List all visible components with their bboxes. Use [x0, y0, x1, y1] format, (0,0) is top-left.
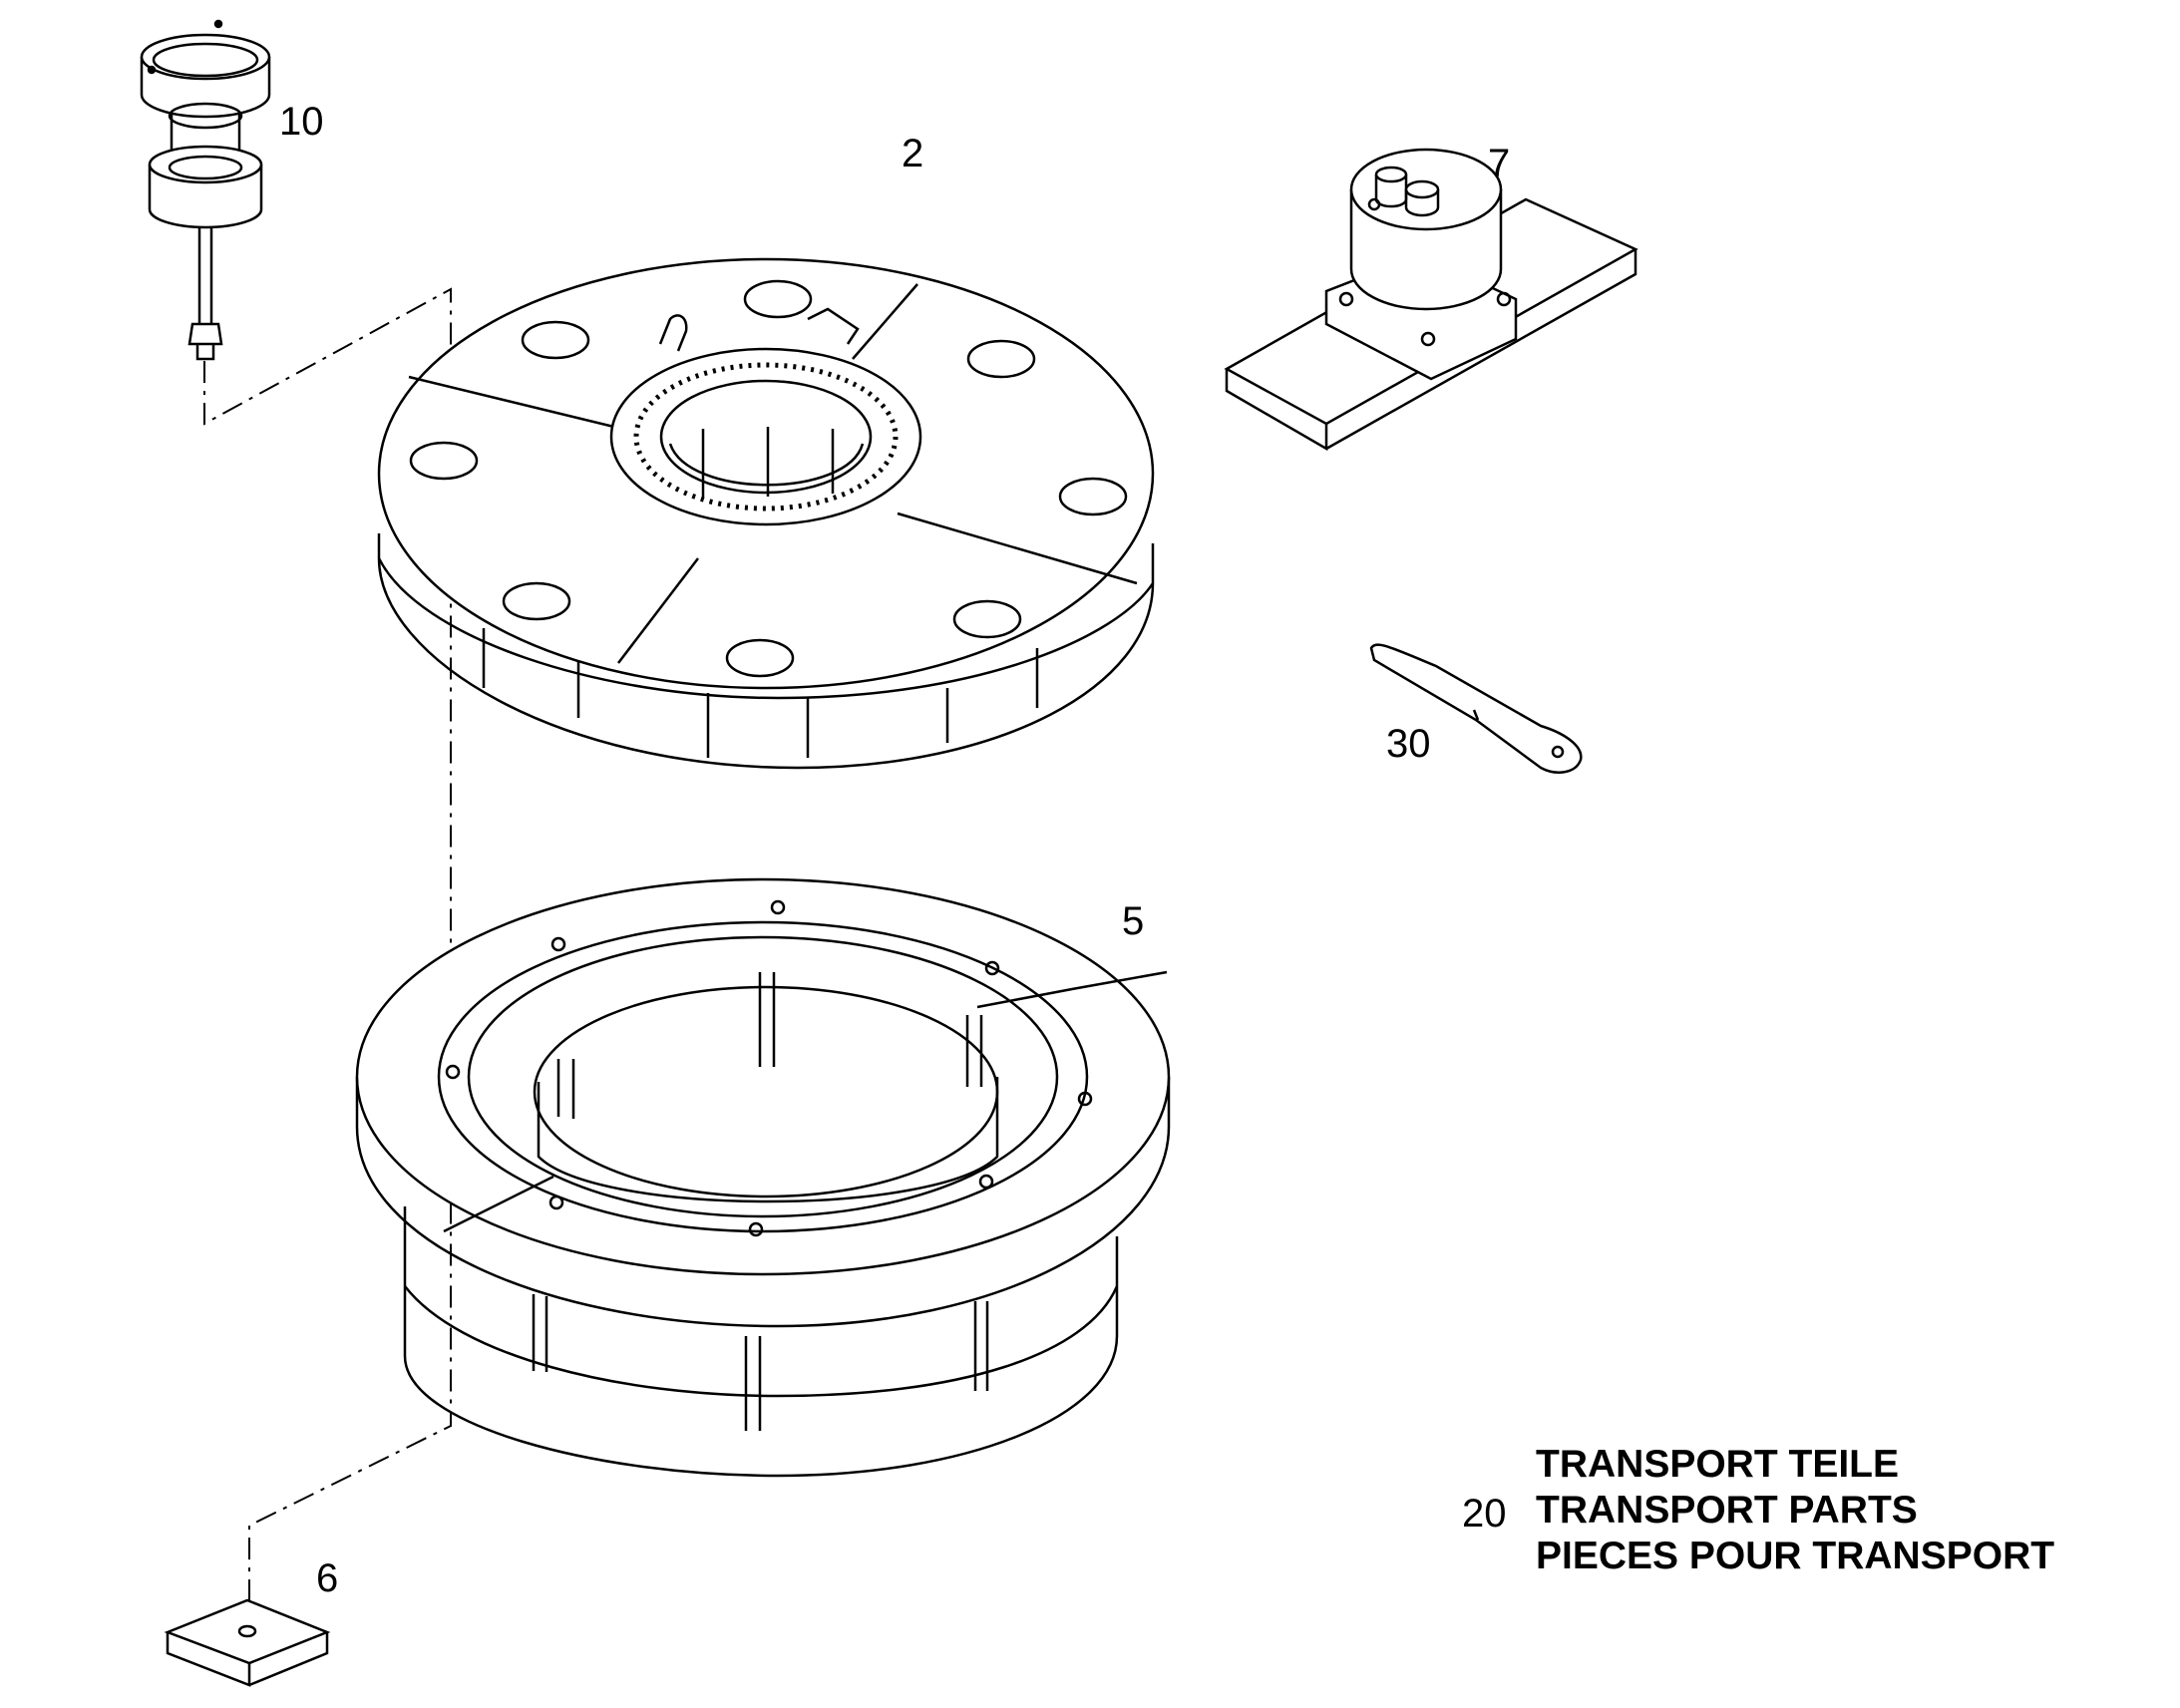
part-10-plug-illustration [140, 19, 271, 361]
part-7-device-illustration [1224, 148, 1638, 452]
legend-text: TRANSPORT TEILE TRANSPORT PARTS PIECES P… [1536, 1442, 2054, 1579]
callout-part-30: 30 [1386, 722, 1431, 766]
part-2-flange-plate-illustration [377, 257, 1155, 770]
legend-part-number: 20 [1462, 1492, 1507, 1536]
alignment-line [203, 287, 452, 1635]
part-6-pad-illustration [164, 1598, 331, 1687]
legend-line-english: TRANSPORT PARTS [1536, 1489, 1918, 1532]
callout-part-2: 2 [902, 132, 924, 175]
callout-part-6: 6 [316, 1556, 339, 1600]
part-30-wrench-illustration [1369, 643, 1583, 774]
legend-line-french: PIECES POUR TRANSPORT [1536, 1535, 2055, 1577]
callout-part-10: 10 [279, 100, 324, 144]
callout-part-7: 7 [1488, 142, 1511, 185]
callout-part-5: 5 [1122, 899, 1145, 943]
part-5-ring-illustration [355, 877, 1171, 1478]
legend-line-german: TRANSPORT TEILE [1536, 1443, 1900, 1486]
